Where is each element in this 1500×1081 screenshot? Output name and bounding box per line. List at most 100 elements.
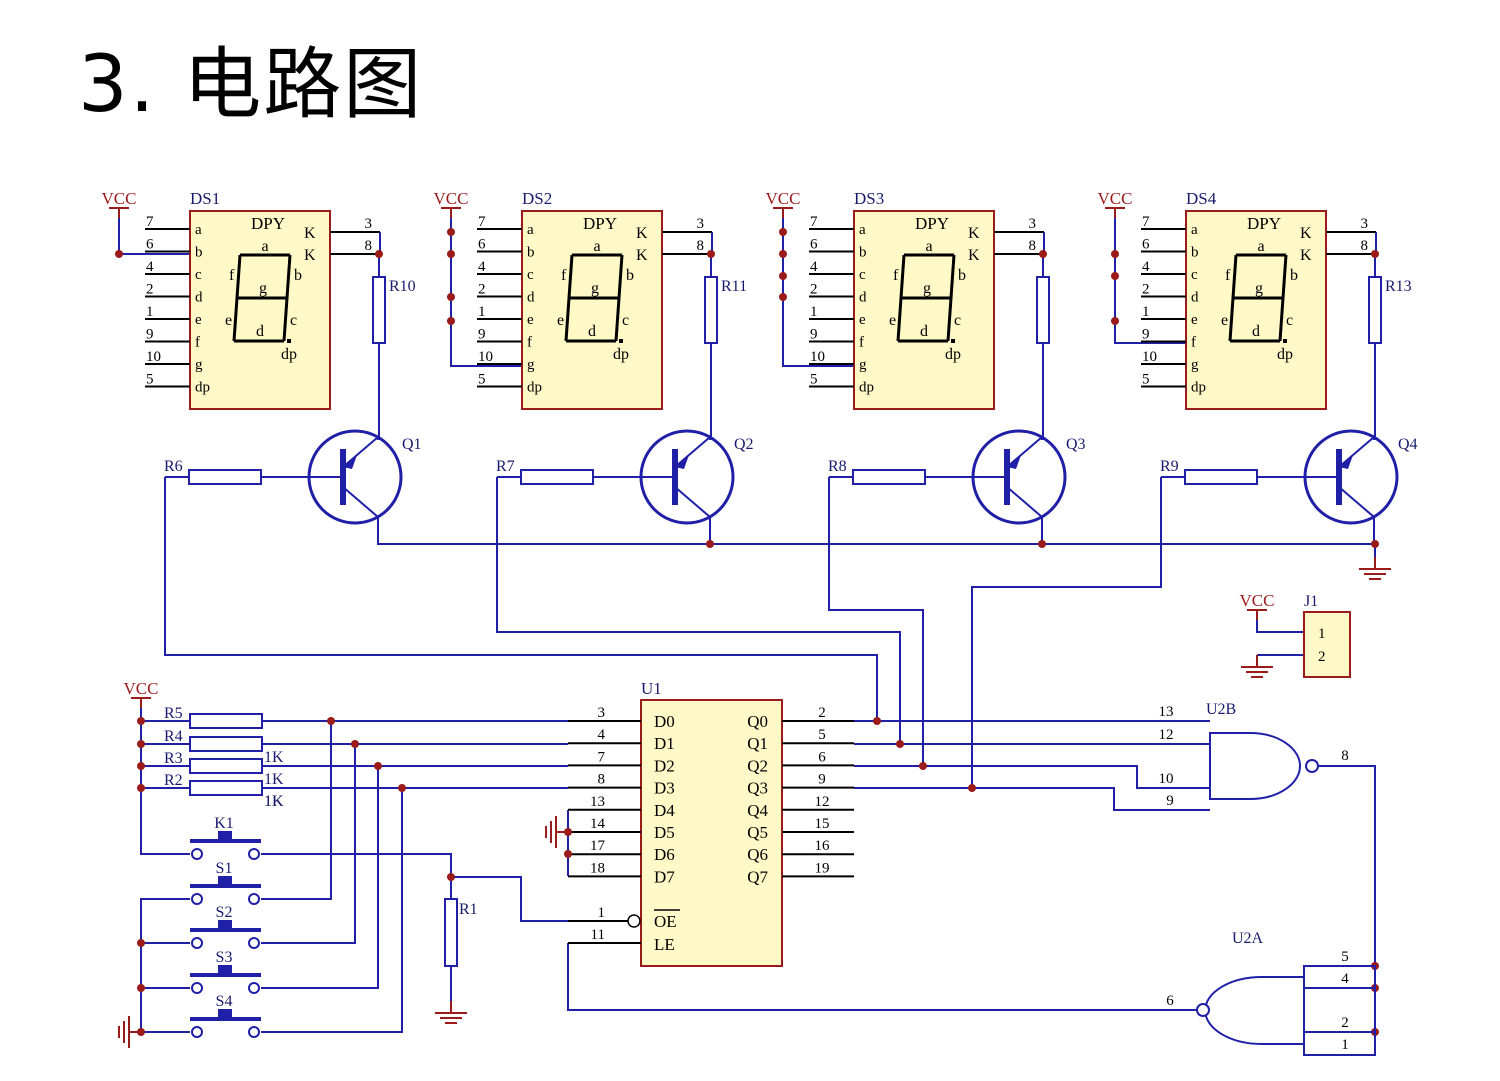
junction-dot [137,984,145,992]
switch-ref: S4 [216,993,233,1010]
connector-body [1303,611,1351,678]
pin-number: 1 [478,304,486,320]
junction-dot [447,317,455,325]
segment-dp [287,339,291,343]
latch-output-label: Q5 [747,823,768,842]
pin-number: 2 [810,282,818,298]
junction-dot [779,293,787,301]
pin-number: 6 [146,237,154,253]
glyph-label: a [593,238,600,255]
latch-input-label: D6 [654,845,675,864]
pin-number: 9 [810,327,818,343]
pin-number: 5 [146,372,154,388]
segment-label: c [1191,267,1198,283]
pin-number: 5 [818,727,826,743]
glyph-label: d [1252,323,1260,340]
segment-label: e [1191,312,1198,328]
glyph-label: e [889,312,896,329]
wire [828,477,924,766]
glyph-label: f [1225,267,1231,284]
glyph-label: e [1221,312,1228,329]
switch-cap [218,831,232,839]
vcc-label: VCC [1240,591,1275,610]
vcc-label: VCC [1098,189,1133,208]
latch-ref: U1 [641,679,662,698]
junction-dot [1371,540,1379,548]
glyph-label: g [1255,280,1263,297]
glyph-label: a [1257,238,1264,255]
resistor-body [189,758,263,774]
segment-bc [614,254,624,342]
resistor-body [189,713,263,729]
pin-number: 12 [1159,727,1174,743]
pin-number: 1 [1341,1037,1349,1053]
junction-dot [1111,317,1119,325]
segment-label: a [1191,222,1198,238]
resistor-value: 1K [264,771,284,788]
pin-number: 10 [810,349,825,365]
display-ref: DS2 [522,189,552,208]
oe-label: OE [654,912,677,931]
segment-label: dp [527,380,542,396]
pin-number: 2 [146,282,154,298]
display-type: DPY [915,214,949,233]
display-ref: DS1 [190,189,220,208]
wire [261,744,356,944]
pin-number: 4 [478,259,486,275]
wire [450,218,522,367]
glyph-label: b [1290,267,1298,284]
k-label: K [968,247,980,264]
wire [1256,620,1304,633]
wire [261,788,403,1033]
wire [140,898,190,1033]
junction-dot [137,717,145,725]
segment-label: dp [195,380,210,396]
pin-number: 2 [478,282,486,298]
components [109,207,1399,1056]
wire [854,787,1210,811]
segment-label: f [527,335,532,351]
segment-label: g [859,357,867,373]
junction-dot [968,784,976,792]
pin-number: 13 [1159,704,1174,720]
pin-number: 3 [365,216,373,232]
pin-number: 4 [810,259,818,275]
glyph-label: dp [613,346,629,363]
pin-number: 3 [1029,216,1037,232]
segment-label: c [195,267,202,283]
k-label: K [636,247,648,264]
display-body [189,210,331,410]
segment-label: a [195,222,202,238]
glyph-label: c [1286,312,1293,329]
wire [164,477,878,721]
resistor-body [704,276,718,344]
pin-number: 4 [146,259,154,275]
pin-number: 4 [598,727,606,743]
resistor-ref: R1 [459,901,478,918]
pin-number: 7 [478,214,486,230]
junction-dot [375,250,383,258]
pin-number: 9 [478,327,486,343]
pin-number: 6 [1142,237,1150,253]
switch-contact [191,848,203,860]
transistor-emitter [1006,436,1043,468]
pin-number: 17 [590,838,606,854]
pin-number: 15 [815,816,830,832]
segment-label: e [527,312,534,328]
switch-cap [218,1009,232,1017]
resistor-body [444,898,458,967]
wire [971,477,1162,788]
k-label: K [1300,247,1312,264]
pin-number: 4 [1341,971,1349,987]
segment-bc [282,254,292,342]
pin-number: 6 [478,237,486,253]
pin-number: 2 [1341,1015,1349,1031]
pin-number: 1 [810,304,818,320]
switch-cap [218,920,232,928]
pin-number: 4 [1142,259,1150,275]
pin-number: 8 [1361,238,1369,254]
pin-number: 6 [818,749,826,765]
junction-dot [896,740,904,748]
glyph-label: e [225,312,232,329]
latch-input-label: D0 [654,712,675,731]
